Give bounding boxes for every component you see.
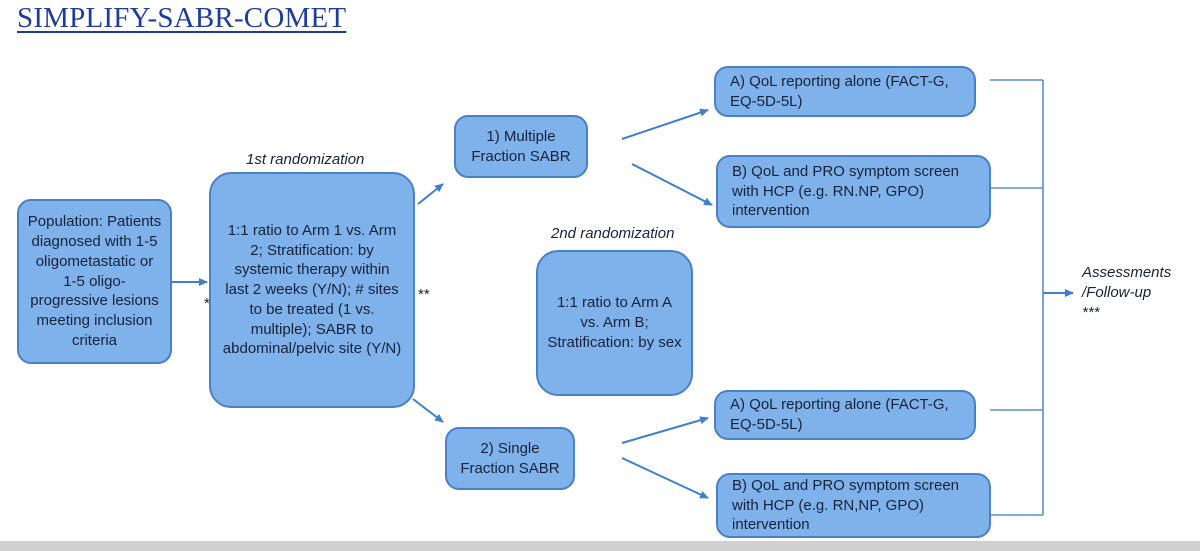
- arrow-multiple-to-arm-b: [631, 163, 713, 206]
- multiple-fraction-box: 1) Multiple Fraction SABR: [454, 115, 588, 178]
- single-fraction-text: 2) Single Fraction SABR: [460, 439, 560, 477]
- arm-b-top-text: B) QoL and PRO symptom screen with HCP (…: [732, 162, 960, 220]
- population-footnote-mark: *: [204, 295, 210, 312]
- arm-a-top-text: A) QoL reporting alone (FACT-G, EQ-5D-5L…: [730, 72, 949, 110]
- assessments-line-3: ***: [1082, 303, 1100, 321]
- assessments-label: Assessments /Follow-up ***: [1082, 263, 1171, 322]
- arrow-to-multiple-fraction: [417, 183, 444, 205]
- multiple-fraction-text: 1) Multiple Fraction SABR: [471, 127, 571, 165]
- population-text: Population: Patients diagnosed with 1-5 …: [27, 213, 162, 349]
- population-box: Population: Patients diagnosed with 1-5 …: [17, 199, 172, 364]
- first-randomization-label: 1st randomization: [246, 151, 365, 168]
- arm-a-top-box: A) QoL reporting alone (FACT-G, EQ-5D-5L…: [714, 66, 976, 117]
- first-randomization-text: 1:1 ratio to Arm 1 vs. Arm 2; Stratifica…: [222, 221, 402, 358]
- arrow-single-to-arm-b: [621, 457, 709, 499]
- diagram-title: SIMPLIFY-SABR-COMET: [17, 2, 347, 34]
- second-randomization-label: 2nd randomization: [551, 225, 675, 242]
- arm-b-bottom-text: B) QoL and PRO symptom screen with HCP (…: [732, 476, 960, 534]
- assessments-line-1: Assessments: [1082, 264, 1172, 281]
- arm-a-bottom-box: A) QoL reporting alone (FACT-G, EQ-5D-5L…: [714, 390, 976, 440]
- second-randomization-box: 1:1 ratio to Arm A vs. Arm B; Stratifica…: [536, 250, 693, 396]
- assessments-line-2: /Follow-up: [1082, 283, 1152, 301]
- arm-b-top-box: B) QoL and PRO symptom screen with HCP (…: [716, 155, 991, 228]
- single-fraction-box: 2) Single Fraction SABR: [445, 427, 575, 490]
- bottom-edge-strip: [0, 541, 1200, 551]
- arrow-to-single-fraction: [412, 398, 444, 423]
- second-randomization-text: 1:1 ratio to Arm A vs. Arm B; Stratifica…: [547, 294, 682, 351]
- arrow-single-to-arm-a: [621, 416, 709, 444]
- first-randomization-box: 1:1 ratio to Arm 1 vs. Arm 2; Stratifica…: [209, 172, 415, 408]
- arrow-multiple-to-arm-a: [621, 108, 709, 140]
- arm-b-bottom-box: B) QoL and PRO symptom screen with HCP (…: [716, 473, 991, 538]
- arm-a-bottom-text: A) QoL reporting alone (FACT-G, EQ-5D-5L…: [730, 396, 949, 433]
- randomization-footnote-mark: **: [418, 286, 430, 303]
